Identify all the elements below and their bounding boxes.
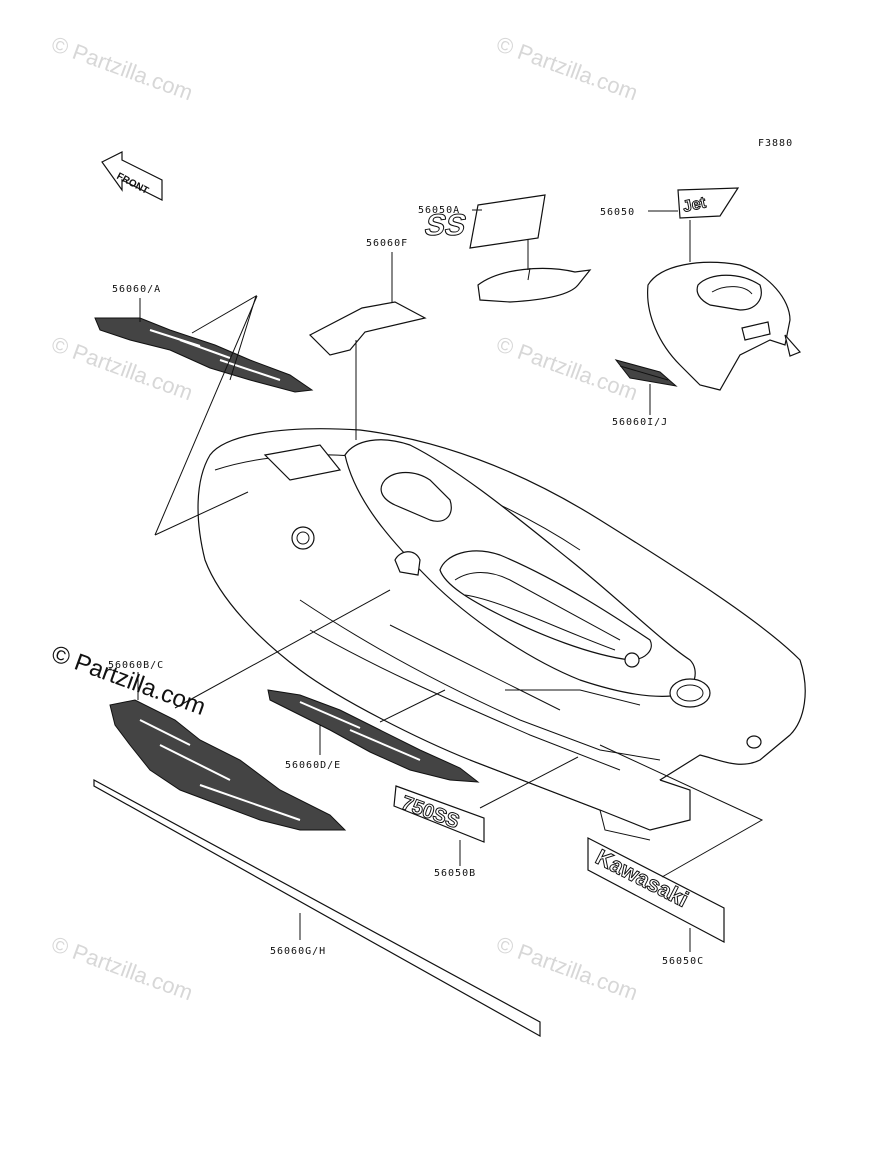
- callout-56050: 56050: [600, 207, 635, 218]
- decal-56060bc: [109, 699, 347, 831]
- decal-56060ij: [614, 359, 678, 387]
- callout-56050c: 56050C: [662, 956, 704, 967]
- watermark: © Partzilla.com: [493, 931, 641, 1005]
- decal-56060gh: [93, 778, 541, 1038]
- seat-cowl-part: [477, 267, 592, 303]
- callout-56060de: 56060D/E: [285, 760, 341, 771]
- callout-56050b: 56050B: [434, 868, 476, 879]
- logo-text-icon: Jet: [681, 194, 708, 216]
- front-arrow-icon: FRONT: [101, 151, 163, 201]
- callout-56060f: 56060F: [366, 238, 408, 249]
- watermark: © Partzilla.com: [48, 931, 196, 1005]
- figure-code: F3880: [758, 138, 793, 149]
- hull-details: [263, 444, 762, 749]
- ss-badge-text: SS: [421, 208, 470, 241]
- decal-56050b: 750SS: [393, 785, 485, 843]
- decal-56060f: [308, 301, 427, 356]
- watermark: © Partzilla.com: [48, 31, 196, 105]
- callout-56050a: 56050A: [418, 205, 460, 216]
- callout-56060ij: 56060I/J: [612, 417, 668, 428]
- seat-outline: [344, 439, 696, 697]
- rear-hood-part: [647, 261, 802, 391]
- callout-56060a: 56060/A: [112, 284, 161, 295]
- decal-56060de: [267, 689, 480, 783]
- decal-56050: Jet: [677, 187, 740, 219]
- decal-56060a: [94, 317, 314, 393]
- decal-56050a: SS: [421, 194, 546, 249]
- watermark: © Partzilla.com: [493, 331, 641, 405]
- watermark: © Partzilla.com: [493, 31, 641, 105]
- callout-56060bc: 56060B/C: [108, 660, 164, 671]
- callout-56060gh: 56060G/H: [270, 946, 326, 957]
